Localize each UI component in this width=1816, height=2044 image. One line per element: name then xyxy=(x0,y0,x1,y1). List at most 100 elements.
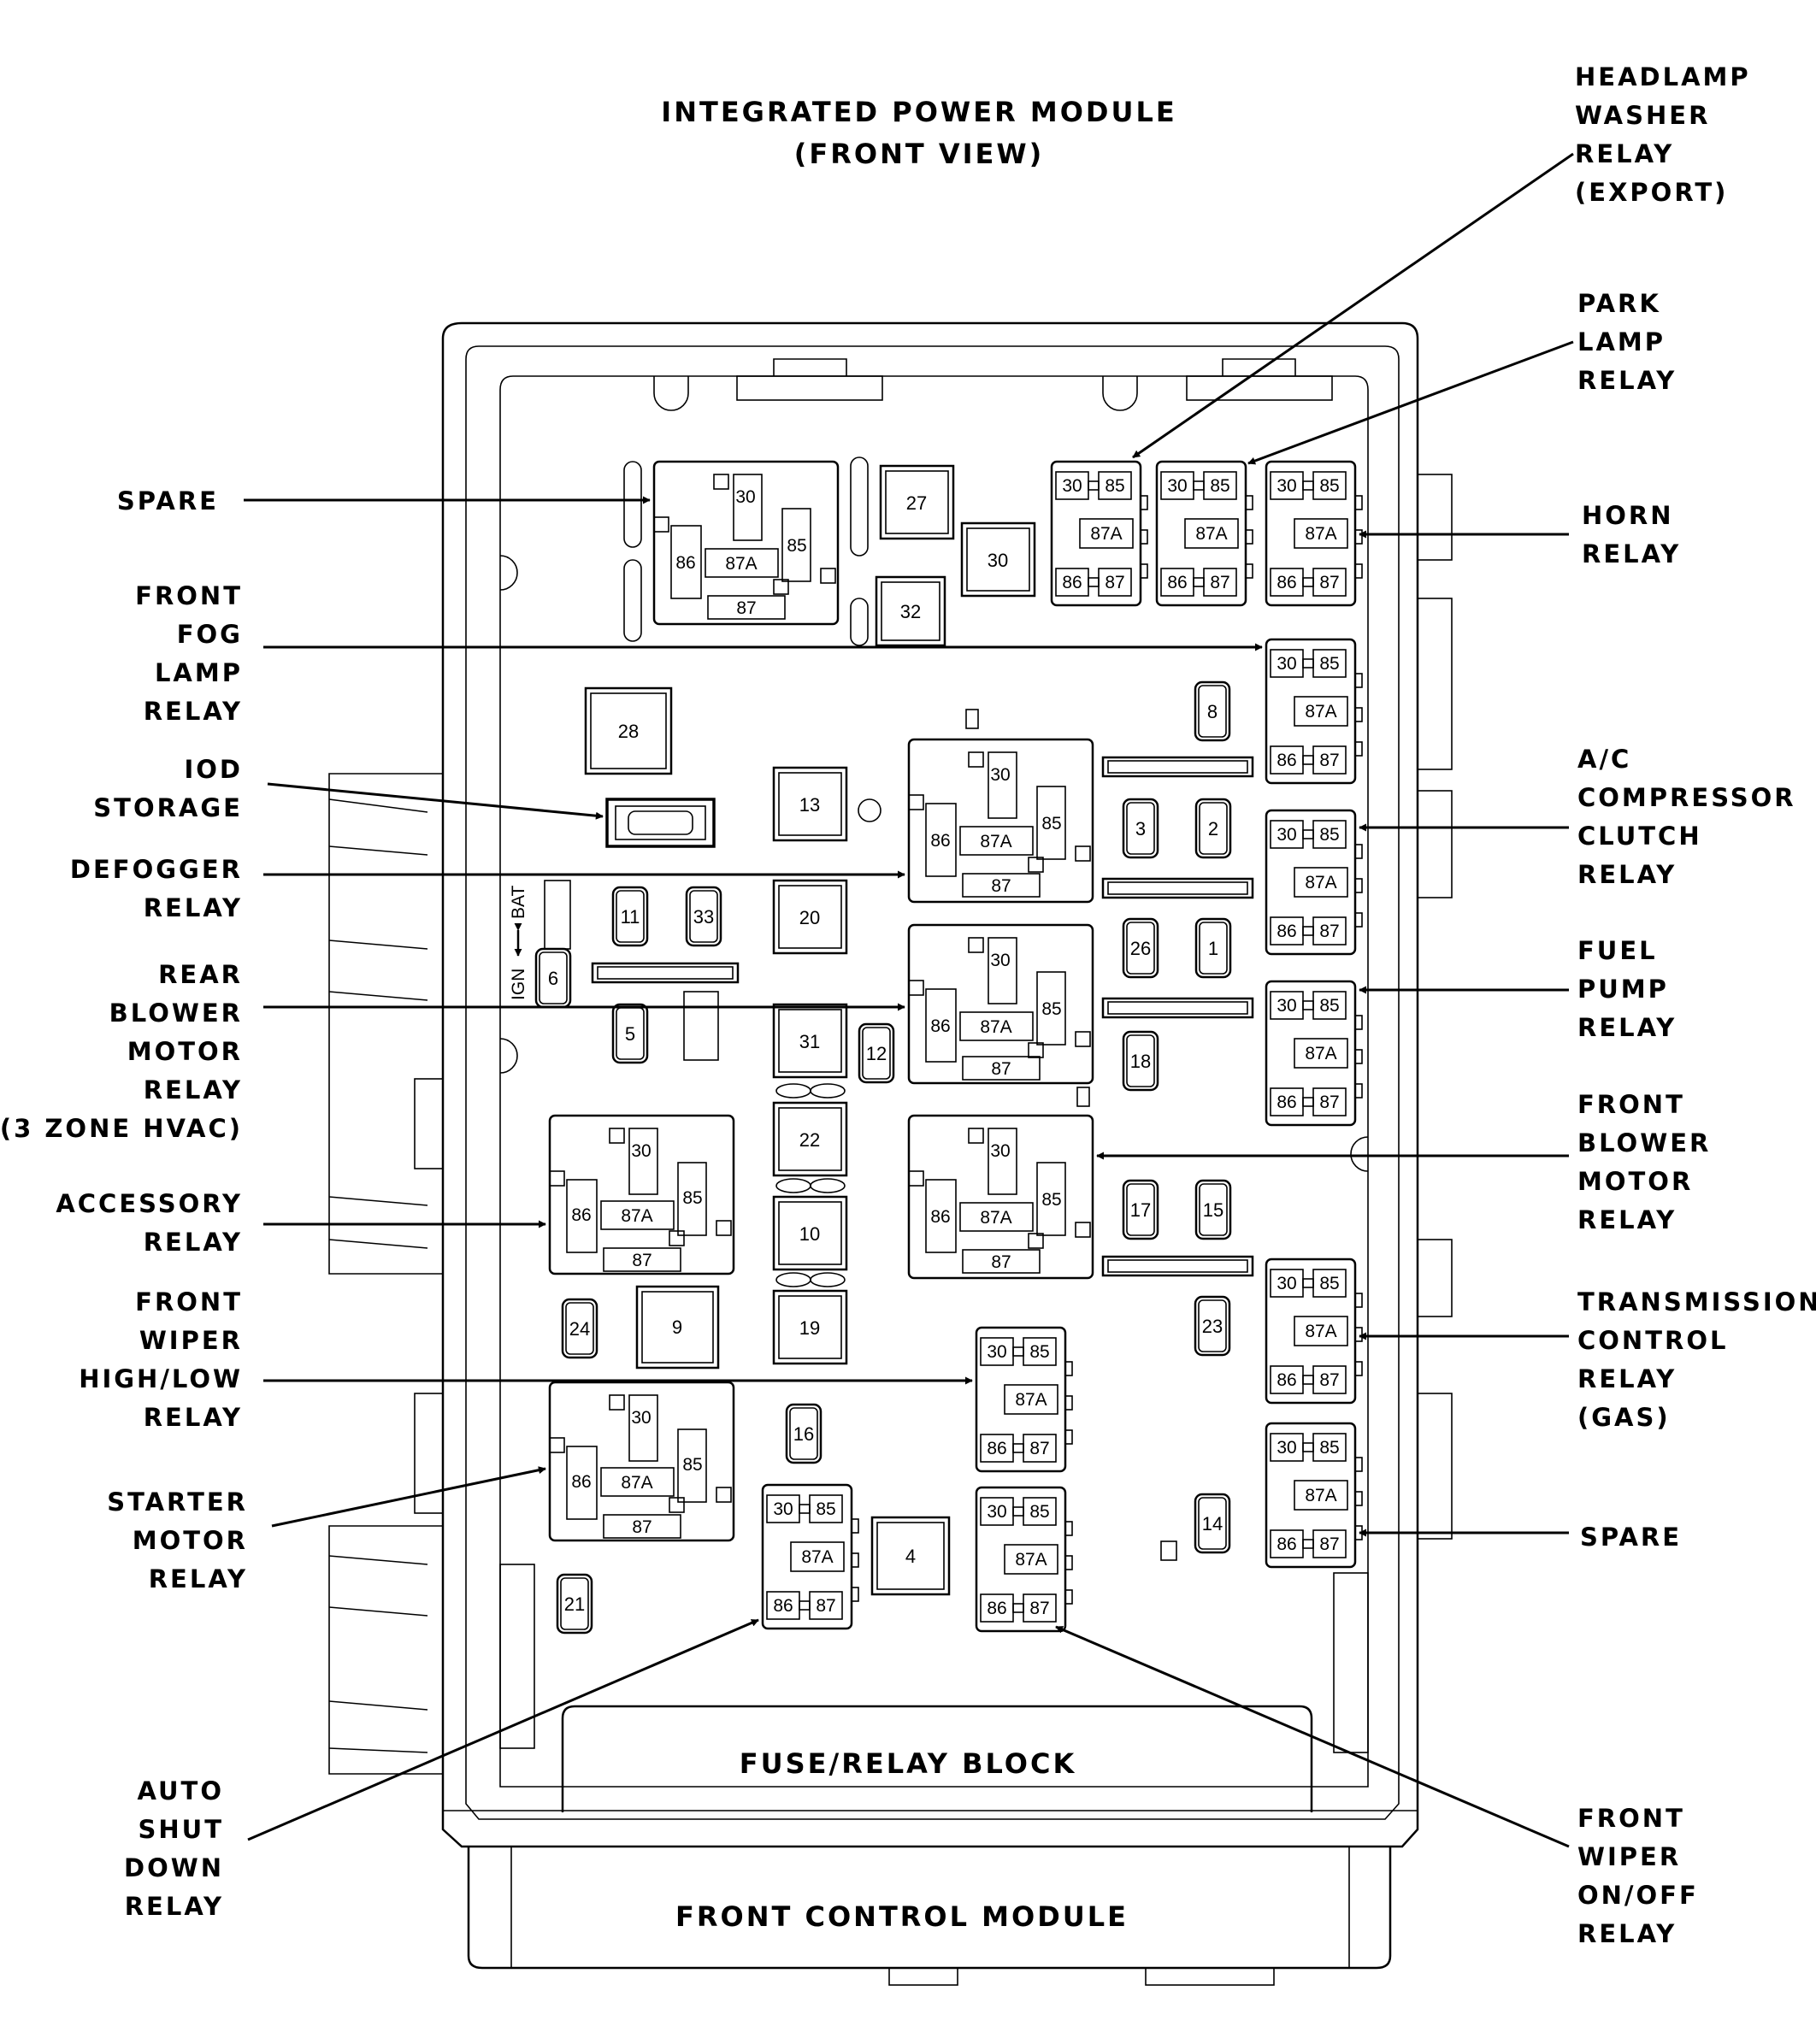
title-line-2: (FRONT VIEW) xyxy=(794,138,1045,170)
fuse-relay-block-label: FUSE/RELAY BLOCK xyxy=(740,1747,1076,1780)
pin-87a: 87A xyxy=(621,1473,652,1493)
pin-85: 85 xyxy=(1319,1274,1339,1293)
pin-87: 87 xyxy=(816,1596,835,1616)
svg-text:IOD: IOD xyxy=(184,755,243,784)
svg-text:RELAY: RELAY xyxy=(1577,1013,1677,1042)
svg-text:MOTOR: MOTOR xyxy=(1577,1167,1693,1196)
fuse-30: 30 xyxy=(960,521,1036,598)
relay-front-wiper-on-off: 30 85 87A 86 87 xyxy=(975,1486,1073,1633)
pin-85: 85 xyxy=(1029,1502,1049,1522)
pin-87a: 87A xyxy=(980,1017,1011,1037)
pin-85: 85 xyxy=(1041,1190,1061,1210)
svg-text:RELAY: RELAY xyxy=(144,697,243,726)
pin-87: 87 xyxy=(1319,1370,1339,1390)
svg-text:17: 17 xyxy=(1130,1199,1151,1221)
pin-87: 87 xyxy=(1319,751,1339,770)
callout-front-fog-lamp-relay: FRONT FOG LAMP RELAY xyxy=(135,581,243,726)
svg-text:RELAY: RELAY xyxy=(144,1403,243,1432)
pin-86: 86 xyxy=(987,1439,1006,1458)
pin-86: 86 xyxy=(1277,1093,1296,1112)
fuse-16: 16 xyxy=(785,1403,823,1464)
bat-label: BAT xyxy=(509,886,528,919)
pin-87: 87 xyxy=(991,876,1011,896)
pin-87: 87 xyxy=(991,1059,1011,1079)
fuse-11: 11 xyxy=(611,886,649,947)
pin-85: 85 xyxy=(1210,476,1229,496)
pin-87: 87 xyxy=(632,1251,652,1270)
fuse-15: 15 xyxy=(1194,1179,1232,1240)
pin-85: 85 xyxy=(1319,825,1339,845)
svg-text:FRONT: FRONT xyxy=(135,1287,243,1317)
relay-fuel-pump: 30 85 87A 86 87 xyxy=(1265,980,1363,1127)
callout-auto-shut-down-relay: AUTO SHUT DOWN RELAY xyxy=(124,1776,225,1921)
pin-86: 86 xyxy=(571,1472,591,1492)
pin-86: 86 xyxy=(571,1205,591,1225)
svg-text:TRANSMISSION: TRANSMISSION xyxy=(1577,1287,1816,1317)
svg-text:32: 32 xyxy=(900,601,921,622)
pin-85: 85 xyxy=(682,1455,702,1475)
svg-text:RELAY: RELAY xyxy=(144,893,243,922)
relay-headlamp-washer: 30 85 87A 86 87 xyxy=(1050,460,1148,607)
svg-text:(EXPORT): (EXPORT) xyxy=(1575,178,1728,207)
callout-accessory-relay: ACCESSORY RELAY xyxy=(56,1189,243,1257)
svg-text:4: 4 xyxy=(905,1546,916,1567)
pin-85: 85 xyxy=(1319,996,1339,1016)
fuse-27: 27 xyxy=(879,464,955,540)
fuse-6: 6 xyxy=(534,947,572,1009)
svg-text:STARTER: STARTER xyxy=(107,1487,248,1517)
pin-85: 85 xyxy=(1319,654,1339,674)
svg-text:RELAY: RELAY xyxy=(1577,860,1677,889)
callout-rear-blower-motor-relay: REAR BLOWER MOTOR RELAY (3 ZONE HVAC) xyxy=(0,960,243,1143)
fuse-32: 32 xyxy=(875,575,946,647)
fuse-8: 8 xyxy=(1194,680,1231,742)
pin-86: 86 xyxy=(930,1207,950,1227)
fuse-14: 14 xyxy=(1194,1493,1231,1554)
relay-front-wiper-high-low: 30 85 87A 86 87 xyxy=(975,1326,1073,1473)
relay-park-lamp: 30 85 87A 86 87 xyxy=(1155,460,1253,607)
pin-86: 86 xyxy=(675,553,695,573)
svg-text:ACCESSORY: ACCESSORY xyxy=(56,1189,243,1218)
front-control-module-label: FRONT CONTROL MODULE xyxy=(675,1900,1129,1933)
svg-text:BLOWER: BLOWER xyxy=(1577,1128,1711,1157)
svg-text:RELAY: RELAY xyxy=(144,1228,243,1257)
leader-lines xyxy=(244,152,1574,1848)
fuse-28: 28 xyxy=(584,686,673,775)
pin-30: 30 xyxy=(990,765,1010,785)
svg-text:3: 3 xyxy=(1135,818,1146,839)
pin-87a: 87A xyxy=(621,1206,652,1226)
pin-85: 85 xyxy=(816,1499,835,1519)
svg-text:PUMP: PUMP xyxy=(1577,975,1669,1004)
pin-30: 30 xyxy=(990,1141,1010,1161)
relay-spare-small: 30 85 87A 86 87 xyxy=(1265,1422,1363,1569)
fuse-23: 23 xyxy=(1194,1295,1231,1357)
svg-text:SPARE: SPARE xyxy=(117,486,219,515)
svg-text:MOTOR: MOTOR xyxy=(127,1037,243,1066)
pin-30: 30 xyxy=(1277,1438,1296,1458)
pin-87a: 87A xyxy=(1090,524,1122,544)
pin-87a: 87A xyxy=(1305,524,1336,544)
fuse-18: 18 xyxy=(1122,1030,1159,1092)
pin-87: 87 xyxy=(1319,1093,1339,1112)
svg-text:RELAY: RELAY xyxy=(149,1564,248,1593)
callout-ac-compressor-clutch-relay: A/C COMPRESSOR CLUTCH RELAY xyxy=(1577,745,1794,889)
callout-front-wiper-high-low-relay: FRONT WIPER HIGH/LOW RELAY xyxy=(79,1287,243,1432)
callout-iod-storage: IOD STORAGE xyxy=(93,755,243,822)
svg-text:5: 5 xyxy=(625,1023,635,1045)
pin-30: 30 xyxy=(987,1502,1006,1522)
pin-87: 87 xyxy=(1029,1439,1049,1458)
pin-87a: 87A xyxy=(1195,524,1227,544)
relay-accessory: 30 86 87A 85 87 xyxy=(548,1114,735,1275)
pin-86: 86 xyxy=(773,1596,793,1616)
fuse-19: 19 xyxy=(772,1289,848,1365)
pin-86: 86 xyxy=(1062,573,1082,592)
fuse-2: 2 xyxy=(1194,798,1232,859)
svg-text:SHUT: SHUT xyxy=(139,1815,225,1844)
svg-text:ON/OFF: ON/OFF xyxy=(1577,1881,1699,1910)
svg-text:RELAY: RELAY xyxy=(1577,1205,1677,1234)
svg-text:2: 2 xyxy=(1208,818,1218,839)
svg-text:FRONT: FRONT xyxy=(1577,1804,1685,1833)
relay-auto-shut-down: 30 85 87A 86 87 xyxy=(761,1483,859,1630)
svg-text:28: 28 xyxy=(618,721,639,742)
fuse-12: 12 xyxy=(858,1022,895,1084)
pin-86: 86 xyxy=(1277,751,1296,770)
